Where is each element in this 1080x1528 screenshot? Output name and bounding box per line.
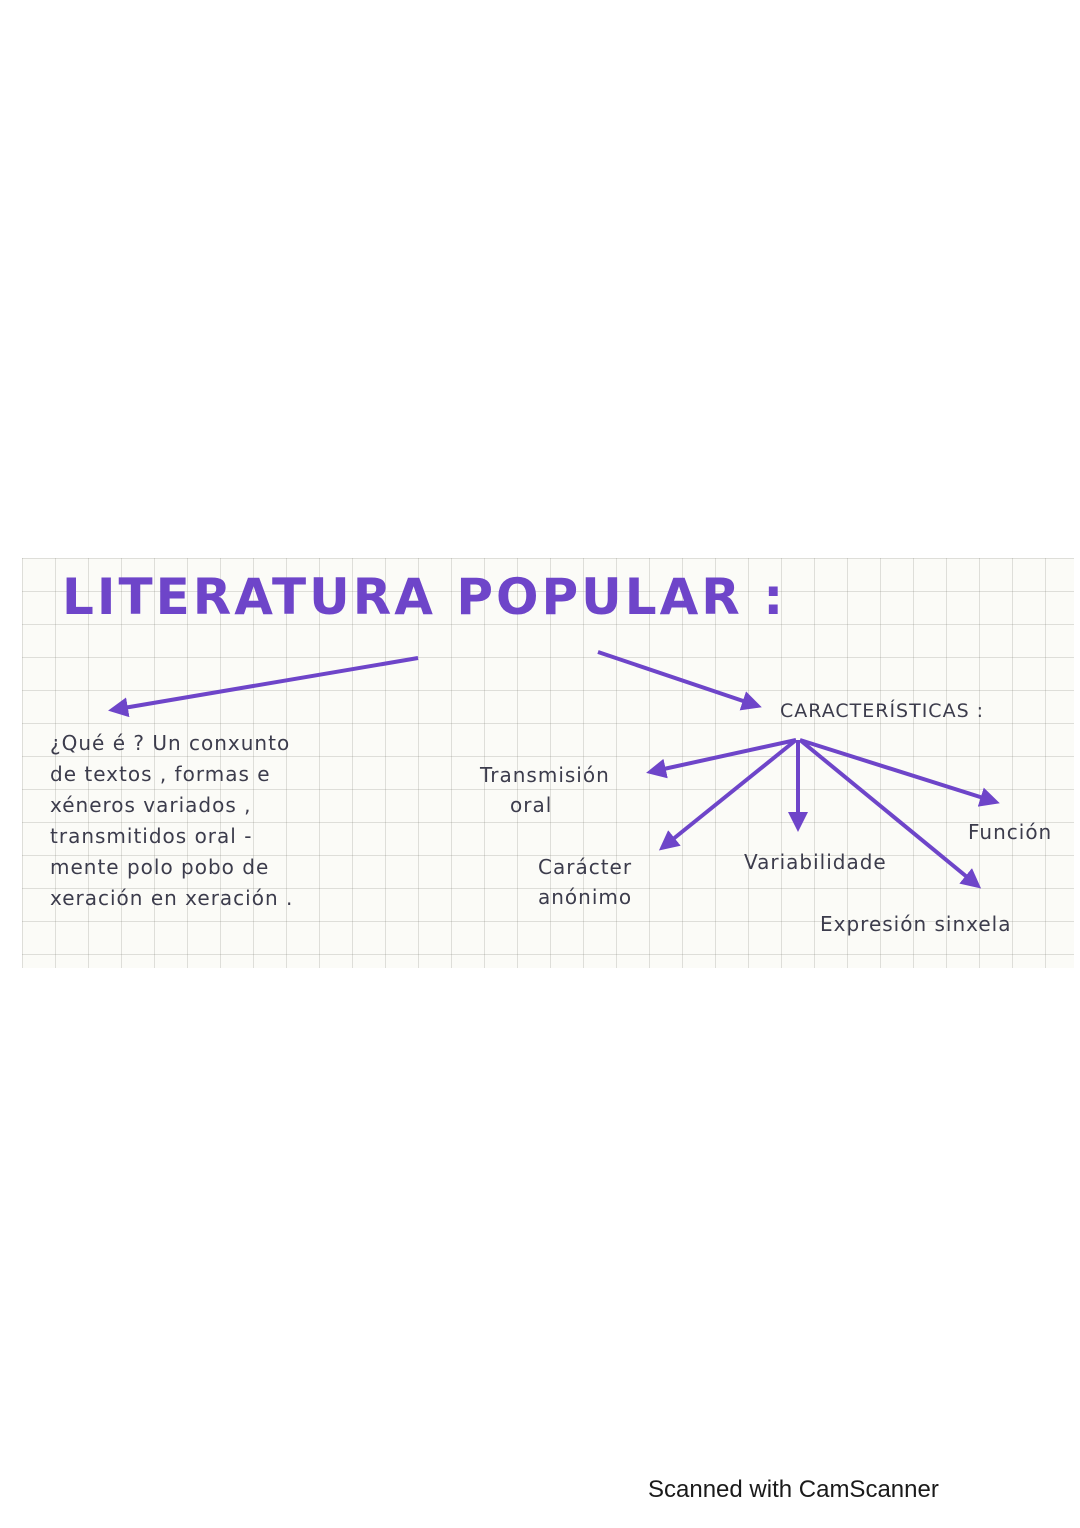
definition-line: ¿Qué é ? Un conxunto [50,731,291,755]
definition-line: transmitidos oral - [50,824,253,848]
node-anonymous-line1: Carácter [538,855,633,879]
node-variability: Variabilidade [744,850,887,874]
definition-line: de textos , formas e [50,762,271,786]
arrow-to-transmission [646,738,797,779]
arrow-to-definition [108,656,419,718]
arrow-to-anonymous [658,738,798,851]
node-transmission-line1: Transmisión [480,763,610,787]
node-transmission: Transmisión oral [480,760,610,820]
arrow-to-simple-expression [798,738,982,889]
definition-text: ¿Qué é ? Un conxunto de textos , formas … [50,728,293,914]
definition-line: mente polo pobo de [50,855,270,879]
arrow-to-characteristics [597,650,762,711]
node-function: Función [968,820,1053,844]
node-anonymous: Carácter anónimo [538,852,632,912]
characteristics-heading: CARACTERÍSTICAS : [780,700,985,722]
node-transmission-line2: oral [510,793,553,817]
diagram-title: LITERATURA POPULAR : [62,568,787,626]
arrow-to-function [799,738,1000,807]
definition-line: xeración en xeración . [50,886,294,910]
definition-line: xéneros variados , [50,793,252,817]
grid-paper [22,558,1074,968]
scanner-watermark: Scanned with CamScanner [648,1476,939,1503]
node-anonymous-line2: anónimo [538,885,633,909]
node-simple-expression: Expresión sinxela [820,912,1012,936]
